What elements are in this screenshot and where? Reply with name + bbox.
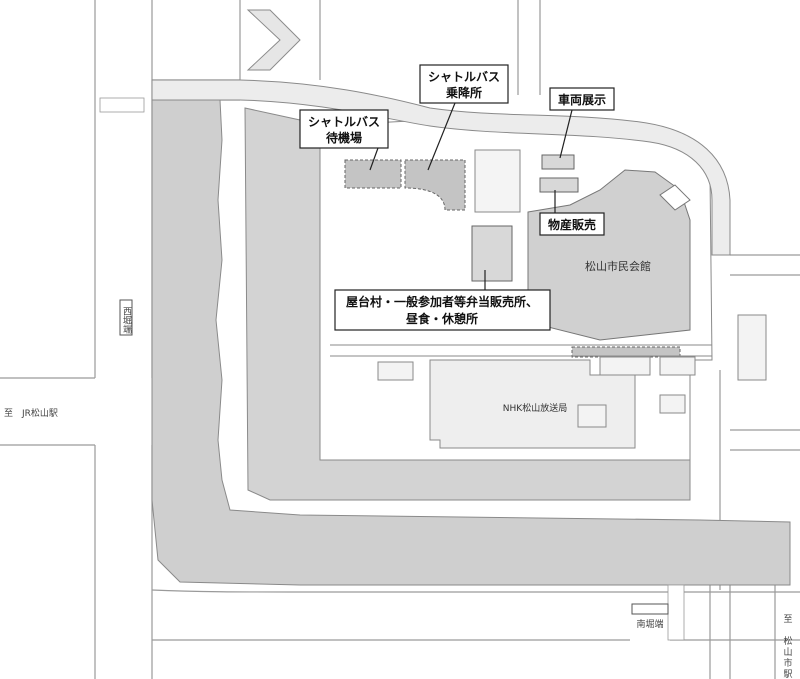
products-sale-area: [539, 177, 579, 193]
direction-matsuyamashi-station: 至 松 山 市 駅: [783, 614, 792, 679]
top-building: [246, 9, 301, 71]
nhk-annex: [377, 361, 414, 381]
moat-outer: [151, 99, 791, 586]
direction-jr-station: 至 JR松山駅: [4, 407, 58, 419]
nishi-horibata-stop: [119, 299, 133, 336]
dir-char-5: 駅: [783, 669, 792, 679]
building-small-1: [474, 149, 521, 213]
shuttle-wait-line1: シャトルバス: [308, 115, 380, 129]
civic-hall-label: 松山市民会館: [585, 259, 651, 273]
shuttle-wait-area: [344, 159, 402, 189]
dir-char-1: 至: [783, 614, 792, 625]
label-stalls: 屋台村・一般参加者等弁当販売所、 昼食・休憩所: [334, 270, 551, 331]
label-shuttle-wait: シャトルバス 待機場: [299, 109, 389, 171]
nhk-block: [577, 404, 607, 428]
label-vehicle-display: 車両展示: [549, 87, 615, 159]
civic-hall-stairs: [659, 184, 691, 211]
vehicle-display-text: 車両展示: [558, 92, 606, 107]
inner-road: [330, 344, 712, 357]
road-top: [151, 79, 731, 256]
products-sale-text: 物産販売: [548, 217, 596, 232]
stalls-line2: 昼食・休憩所: [405, 311, 478, 326]
vehicle-display-area: [541, 154, 575, 170]
shuttle-stop-line2: 乗降所: [446, 85, 482, 100]
dir-char-3: 山: [783, 647, 792, 658]
minami-horibata-stop: [631, 603, 669, 615]
crosswalks: [99, 97, 685, 641]
label-products-sale: 物産販売: [539, 190, 605, 236]
nhk-label: NHK松山放送局: [503, 402, 567, 414]
stalls-line1: 屋台村・一般参加者等弁当販売所、: [346, 294, 538, 309]
right-small-2: [599, 356, 651, 376]
label-shuttle-stop: シャトルバス 乗降所: [419, 64, 509, 171]
shuttle-stop-line1: シャトルバス: [428, 70, 500, 84]
dir-char-4: 市: [783, 657, 792, 669]
right-building: [737, 314, 767, 381]
shuttle-wait-line2: 待機場: [326, 130, 362, 145]
shuttle-stop-area: [404, 159, 466, 211]
right-small: [659, 356, 696, 376]
stalls-area: [471, 225, 513, 282]
nhk-small: [659, 394, 686, 414]
minami-horibata-label: 南堀端: [636, 618, 663, 630]
dir-char-2: 松: [783, 635, 792, 647]
nishi-horibata-label: 西堀端: [121, 306, 132, 334]
